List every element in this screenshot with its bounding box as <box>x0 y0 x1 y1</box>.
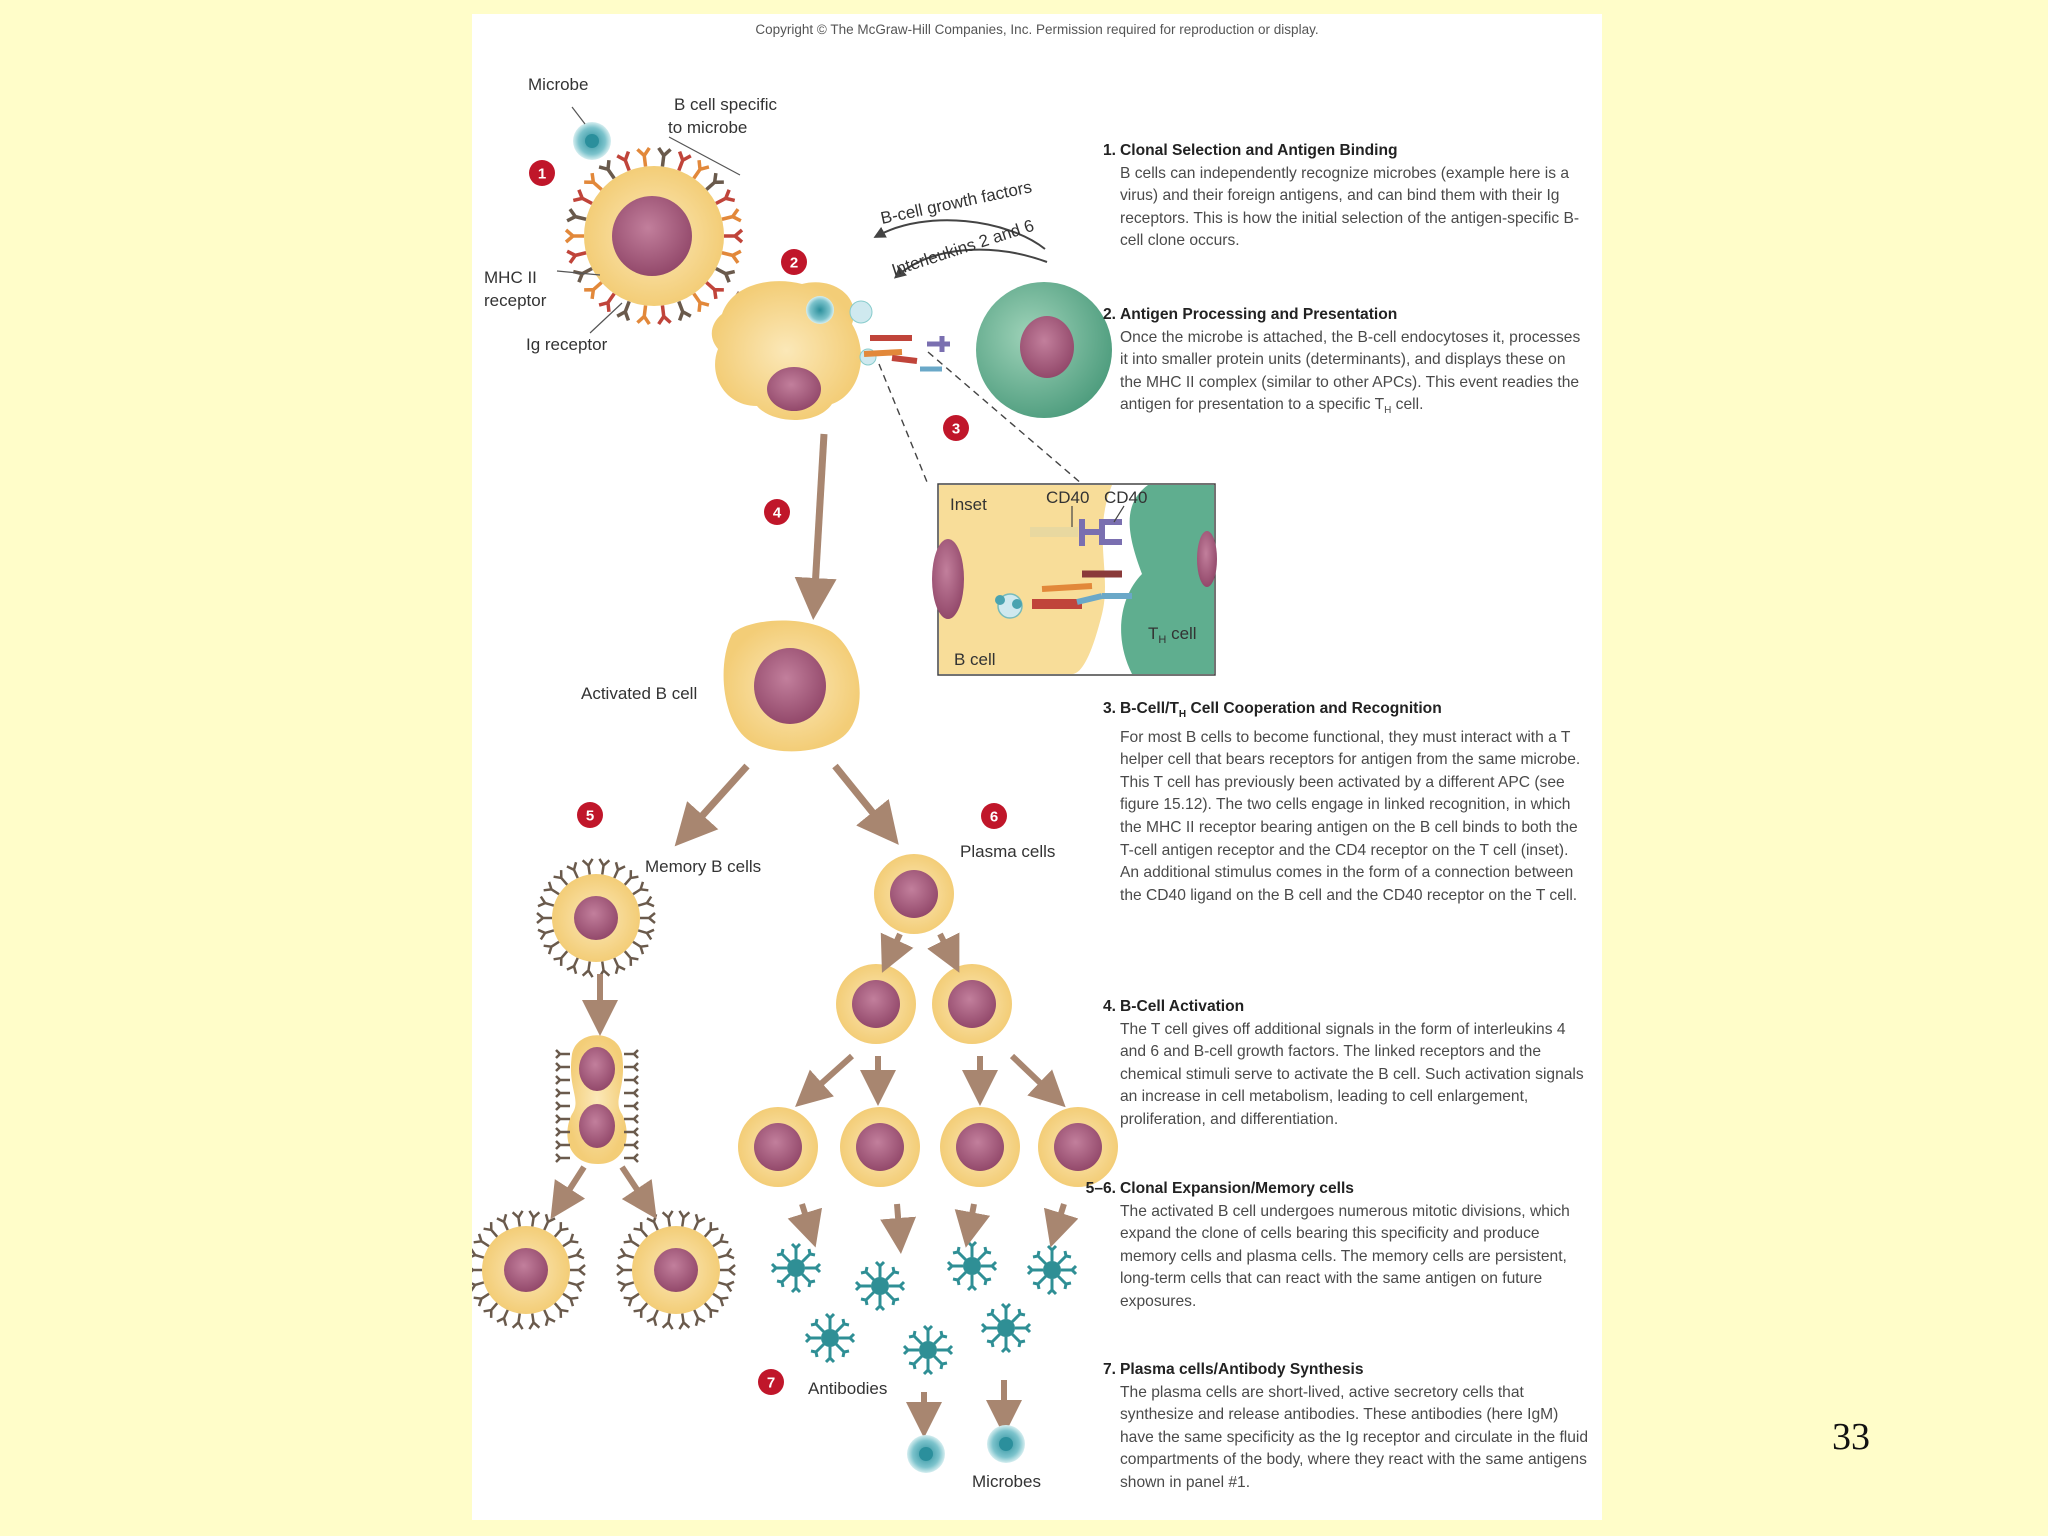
label-microbe: Microbe <box>528 75 588 94</box>
memory-b-cell-dividing <box>555 1035 639 1164</box>
plasma-cell-bottom-2 <box>840 1107 920 1187</box>
microbe-bottom-2 <box>987 1425 1025 1463</box>
memory-b-cell-bottom-left <box>472 1210 586 1330</box>
step-7-title: Plasma cells/Antibody Synthesis <box>1120 1361 1364 1378</box>
svg-text:1: 1 <box>538 166 546 183</box>
label-inset-th-cell: TH cell <box>1148 624 1197 646</box>
label-b-cell-specific-1: B cell specific <box>674 95 777 114</box>
antibody-icon <box>902 1324 954 1376</box>
step-1-body: B cells can independently recognize micr… <box>1120 164 1580 250</box>
step-3-text: 3. B-Cell/TH Cell Cooperation and Recogn… <box>1103 698 1590 907</box>
label-inset-b-cell: B cell <box>954 650 996 669</box>
svg-text:4: 4 <box>773 505 782 522</box>
label-inset: Inset <box>950 495 987 514</box>
antibody-icon <box>770 1242 822 1294</box>
step-marker-4: 4 <box>764 499 790 525</box>
step-1-text: 1. Clonal Selection and Antigen Binding … <box>1103 140 1590 253</box>
step-marker-7: 7 <box>758 1369 784 1395</box>
svg-text:6: 6 <box>990 809 998 826</box>
plasma-cell-mid-right <box>932 964 1012 1044</box>
svg-text:5: 5 <box>586 808 594 825</box>
step-4-body: The T cell gives off additional signals … <box>1120 1020 1584 1128</box>
step-3-title: B-Cell/TH Cell Cooperation and Recogniti… <box>1120 700 1442 721</box>
copyright-notice: Copyright © The McGraw-Hill Companies, I… <box>755 22 1319 37</box>
step-7-text: 7. Plasma cells/Antibody Synthesis The p… <box>1103 1359 1590 1495</box>
step-4-number: 4. <box>1102 998 1116 1015</box>
antibody-icon <box>1026 1244 1078 1296</box>
label-cd40-b: CD40 <box>1104 488 1147 507</box>
label-activated-b-cell: Activated B cell <box>581 684 697 703</box>
label-memory-b-cells: Memory B cells <box>645 857 761 876</box>
step-marker-6: 6 <box>981 803 1007 829</box>
antibody-icon <box>946 1240 998 1292</box>
step-marker-3: 3 <box>943 415 969 441</box>
svg-text:7: 7 <box>767 1375 775 1392</box>
activated-b-cell <box>723 620 860 752</box>
step-2-number: 2. <box>1102 306 1116 323</box>
step-7-body: The plasma cells are short-lived, active… <box>1120 1383 1589 1491</box>
antibody-icon <box>804 1312 856 1364</box>
label-cd40-a: CD40 <box>1046 488 1089 507</box>
label-microbes: Microbes <box>972 1472 1041 1491</box>
memory-b-cell-top <box>536 858 656 978</box>
step-2-body: Once the microbe is attached, the B-cell… <box>1120 328 1581 417</box>
step-2-title: Antigen Processing and Presentation <box>1120 306 1398 323</box>
slide-number: 33 <box>1832 1416 1870 1458</box>
figure-panel: Copyright © The McGraw-Hill Companies, I… <box>472 14 1602 1520</box>
inset-box <box>932 483 1217 676</box>
step-5-6-title: Clonal Expansion/Memory cells <box>1120 1180 1354 1197</box>
step-2-text: 2. Antigen Processing and Presentation O… <box>1103 304 1590 423</box>
b-cell-step2 <box>711 281 918 420</box>
label-interleukins: Interleukins 2 and 6 <box>889 216 1036 280</box>
microbe-bottom-1 <box>907 1435 945 1473</box>
th-cell-step3 <box>920 282 1112 418</box>
label-b-cell-specific-2: to microbe <box>668 118 747 137</box>
step-4-title: B-Cell Activation <box>1120 998 1245 1015</box>
antibody-icon <box>854 1260 906 1312</box>
microbe-virus <box>573 122 611 160</box>
step-marker-1: 1 <box>529 160 555 186</box>
step-7-number: 7. <box>1102 1361 1116 1378</box>
label-mhc-2: receptor <box>484 291 547 310</box>
step-3-number: 3. <box>1102 700 1116 717</box>
svg-text:2: 2 <box>790 255 798 272</box>
antibody-icon <box>980 1302 1032 1354</box>
label-plasma-cells: Plasma cells <box>960 842 1055 861</box>
step-5-6-body: The activated B cell undergoes numerous … <box>1120 1202 1570 1310</box>
memory-b-cell-bottom-right <box>616 1210 736 1330</box>
step-1-title: Clonal Selection and Antigen Binding <box>1120 142 1398 159</box>
b-cell-step1 <box>564 146 744 326</box>
step-5-6-number: 5–6. <box>1085 1180 1116 1197</box>
svg-text:3: 3 <box>952 421 960 438</box>
step-4-text: 4. B-Cell Activation The T cell gives of… <box>1103 996 1590 1132</box>
plasma-cell-mid-left <box>836 964 916 1044</box>
diagram-art: 1 2 3 4 5 6 7 Microbe B cell specific to micro… <box>472 75 1217 1491</box>
plasma-cell-bottom-3 <box>940 1107 1020 1187</box>
plasma-cell-bottom-4 <box>1038 1107 1118 1187</box>
label-antibodies: Antibodies <box>808 1379 887 1398</box>
plasma-cell-bottom-1 <box>738 1107 818 1187</box>
step-marker-5: 5 <box>577 802 603 828</box>
step-marker-2: 2 <box>781 249 807 275</box>
label-mhc-1: MHC II <box>484 268 537 287</box>
step-3-body: For most B cells to become functional, t… <box>1120 728 1581 904</box>
label-ig-receptor: Ig receptor <box>526 335 608 354</box>
plasma-cell-top <box>874 854 954 934</box>
step-1-number: 1. <box>1102 142 1116 159</box>
step-5-6-text: 5–6. Clonal Expansion/Memory cells The a… <box>1086 1178 1590 1314</box>
